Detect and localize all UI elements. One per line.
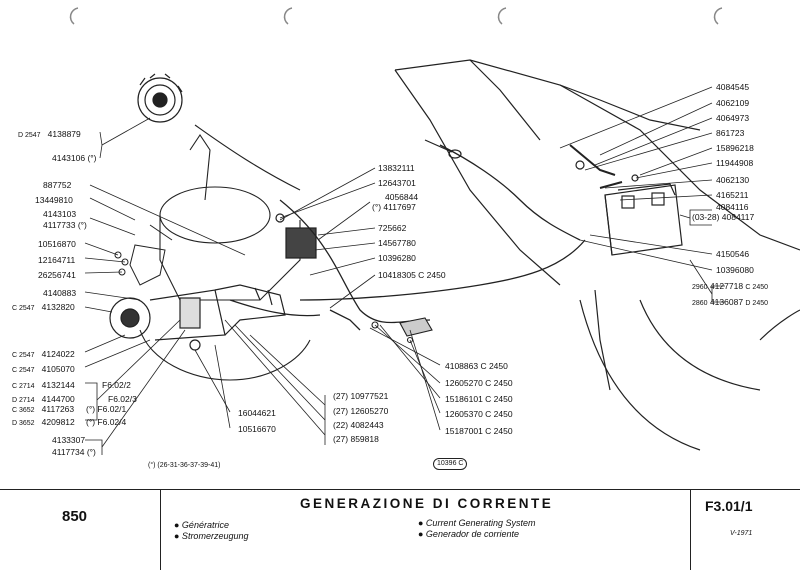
label-right-13: 2960 4127718 C 2450 — [692, 281, 768, 291]
label-left-7: 10516870 — [38, 239, 76, 249]
fref-1: F6.02/2 — [102, 380, 131, 390]
page-number: F3.01/1 — [705, 498, 753, 514]
label-mid-4: (°) 4117697 — [372, 202, 416, 212]
exploded-diagram — [69, 7, 800, 455]
label-left-13: C 2547 4105070 — [12, 364, 75, 374]
label-left-17: D 3652 4209812 — [12, 417, 75, 427]
label-right-5: 15896218 — [716, 143, 754, 153]
leader-lines-left — [84, 117, 246, 455]
binder-hole-4 — [713, 7, 723, 25]
binder-hole-3 — [497, 7, 507, 25]
label-bm-3: (27) 10977521 — [333, 391, 389, 401]
label-right-14: 2860 4136087 D 2450 — [692, 297, 768, 307]
footer-divider-2 — [690, 490, 691, 570]
label-mid-3: 4056844 — [385, 192, 419, 202]
label-mid-2: 12643701 — [378, 178, 416, 188]
label-br-5: 15187001 C 2450 — [445, 426, 513, 436]
label-left-9: 26256741 — [38, 270, 76, 280]
label-bm-6: (27) 859818 — [333, 434, 379, 444]
label-left-15: D 2714 4144700 — [12, 394, 75, 404]
label-right-3: 4064973 — [716, 113, 750, 123]
label-mid-7: 10396280 — [378, 253, 416, 263]
label-br-1: 4108863 C 2450 — [445, 361, 508, 371]
label-left-6: 4117733 (°) — [43, 220, 87, 230]
label-left-12: C 2547 4124022 — [12, 349, 75, 359]
label-left-3: 887752 — [43, 180, 72, 190]
label-left-10: 4140883 — [43, 288, 77, 298]
label-mid-8: 10418305 C 2450 — [378, 270, 446, 280]
label-right-4: 861723 — [716, 128, 745, 138]
label-left-4: 13449810 — [35, 195, 73, 205]
leader-lines-right — [559, 86, 725, 303]
label-bm-1: 16044621 — [238, 408, 276, 418]
label-right-10: (03-28) 4084117 — [692, 212, 755, 222]
engine-block — [139, 124, 311, 381]
label-right-6: 11944908 — [716, 158, 754, 168]
item-en: ● Current Generating System — [418, 518, 536, 528]
label-left-14: C 2714 4132144 — [12, 380, 75, 390]
label-bm-4: (27) 12605270 — [333, 406, 389, 416]
item-fr: ● Génératrice — [174, 520, 229, 530]
label-br-4: 12605370 C 2450 — [445, 409, 513, 419]
binder-hole-2 — [283, 7, 293, 25]
page-title: GENERAZIONE DI CORRENTE — [300, 496, 554, 511]
label-left-19: 4117734 (°) — [52, 447, 96, 457]
edition-date: V-1971 — [730, 530, 753, 537]
label-bm-2: 10516670 — [238, 424, 276, 434]
label-right-11: 4150546 — [716, 249, 750, 259]
cables — [229, 144, 586, 331]
label-mid-5: 725662 — [378, 223, 407, 233]
bracket-parts — [114, 224, 173, 286]
label-left-5: 4143103 — [43, 209, 77, 219]
regulator-part — [275, 213, 317, 259]
label-left-11: C 2547 4132820 — [12, 302, 75, 312]
fref-4: (°) F6.02/4 — [86, 417, 127, 427]
label-left-16: C 3652 4117263 — [12, 404, 75, 414]
label-right-7: 4062130 — [716, 175, 750, 185]
label-mid-1: 13832111 — [378, 163, 415, 173]
label-bm-5: (22) 4082443 — [333, 420, 384, 430]
battery-part — [569, 144, 683, 256]
item-de: ● Stromerzeugung — [174, 531, 249, 541]
label-left-2: 4143106 (°) — [52, 153, 97, 163]
pulley-part — [137, 73, 183, 123]
label-right-1: 4084545 — [716, 82, 750, 92]
label-left-1: D 2547 4138879 — [18, 129, 81, 139]
fref-2: F6.02/3 — [108, 394, 137, 404]
label-mid-6: 14567780 — [378, 238, 416, 248]
items-right: ● Current Generating System ● Generador … — [418, 518, 535, 540]
model-number: 850 — [62, 508, 88, 525]
footer: 850 GENERAZIONE DI CORRENTE ● Génératric… — [0, 489, 800, 570]
items-left: ● Génératrice ● Stromerzeugung — [174, 520, 248, 542]
leader-lines-mid — [194, 167, 441, 445]
footnote: (°) (26-31-36-37-39-41) — [148, 462, 221, 469]
clamp-part — [371, 317, 433, 344]
label-left-18: 4133307 — [52, 435, 86, 445]
binder-hole-1 — [69, 7, 79, 25]
stamp: 10396 C — [433, 458, 468, 470]
car-body-outline — [394, 59, 800, 451]
probe-part — [424, 139, 462, 159]
item-es: ● Generador de corriente — [418, 529, 519, 539]
label-right-12: 10396080 — [716, 265, 754, 275]
generator-part — [109, 284, 286, 351]
label-right-8: 4165211 — [716, 190, 749, 200]
footer-divider-1 — [160, 490, 161, 570]
fref-3: (°) F6.02/1 — [86, 404, 127, 414]
label-right-9: 4084116 — [716, 202, 749, 212]
label-br-2: 12605270 C 2450 — [445, 378, 513, 388]
label-right-2: 4062109 — [716, 98, 750, 108]
label-br-3: 15186101 C 2450 — [445, 394, 513, 404]
label-left-8: 12164711 — [38, 255, 76, 265]
